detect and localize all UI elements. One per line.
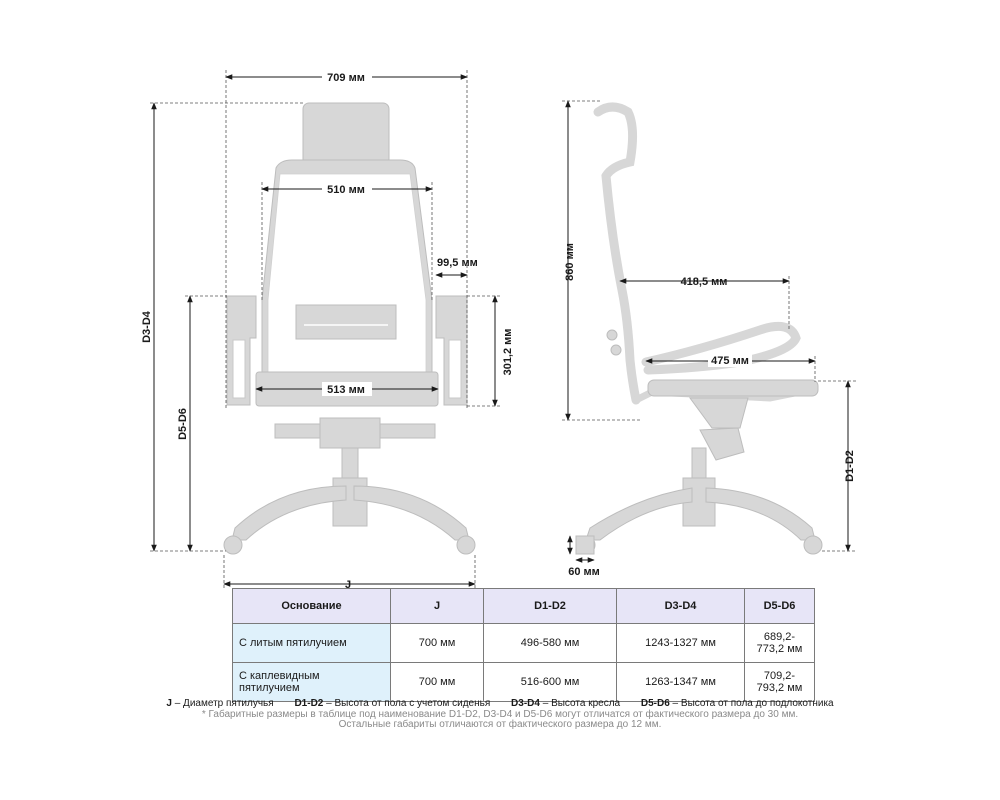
legend-d3-key: D3-D4	[511, 698, 540, 709]
base-leg-right	[353, 485, 470, 541]
dim-armrest-width: 99,5 мм	[437, 257, 478, 269]
headrest	[302, 102, 390, 166]
dim-wheel-size: 60 мм	[568, 566, 600, 578]
legend-d1-key: D1-D2	[294, 698, 324, 709]
side-mechanism	[689, 397, 749, 429]
side-view-dimensions: 860 мм 418,5 мм 475 мм D1-D2 60 мм	[562, 100, 856, 578]
cell-d1-d2: 516-600 мм	[483, 662, 617, 702]
legend-j-key: J	[166, 698, 172, 709]
dim-armrest-height: 301,2 мм	[502, 329, 514, 376]
side-gas-lift	[691, 447, 707, 479]
side-view-chair	[576, 102, 823, 555]
side-caster-right	[803, 535, 823, 555]
dim-overall-width: 709 мм	[327, 72, 365, 84]
legend-d5-key: D5-D6	[640, 698, 670, 709]
cell-d3-d4: 1263-1347 мм	[616, 662, 745, 702]
side-base-leg-left	[585, 487, 693, 541]
cell-d3-d4: 1243-1327 мм	[616, 623, 745, 663]
legend-j-text: – Диаметр пятилучья	[171, 698, 274, 709]
legend-d1-text: – Высота от пола с учетом сиденья	[323, 698, 491, 709]
dim-back-width: 510 мм	[327, 184, 365, 196]
dim-seat-width: 513 мм	[327, 384, 365, 396]
wheel-detail	[575, 535, 595, 555]
dim-seat-depth: 475 мм	[711, 355, 749, 367]
cell-j: 700 мм	[390, 623, 484, 663]
col-d5-d6: D5-D6	[744, 588, 815, 624]
row-base-name: С литым пятилучием	[232, 623, 391, 663]
legend-d5-text: – Высота от пола до подлокотника	[669, 698, 834, 709]
dim-d3-d4: D3-D4	[141, 310, 153, 343]
legend: J – Диаметр пятилучья D1-D2 – Высота от …	[0, 698, 1000, 709]
side-knob-lower	[610, 344, 622, 356]
col-base: Основание	[232, 588, 391, 624]
legend-d3-text: – Высота кресла	[539, 698, 621, 709]
side-knob-upper	[606, 329, 618, 341]
cell-d5-d6: 689,2-773,2 мм	[744, 623, 815, 663]
gas-lift-cover	[332, 477, 368, 527]
side-seat	[647, 379, 819, 397]
table-header-row: Основание J D1-D2 D3-D4 D5-D6	[232, 588, 815, 624]
dim-base-j: J	[345, 579, 351, 591]
spec-table: Основание J D1-D2 D3-D4 D5-D6 С литым пя…	[232, 588, 815, 702]
col-d3-d4: D3-D4	[616, 588, 745, 624]
caster-right	[456, 535, 476, 555]
dim-d5-d6: D5-D6	[177, 408, 189, 440]
gas-lift	[341, 447, 359, 479]
cell-d5-d6: 709,2-793,2 мм	[744, 662, 815, 702]
table-row: С литым пятилучием 700 мм 496-580 мм 124…	[232, 623, 815, 663]
footnote-other: Остальные габариты отличаются от фактиче…	[338, 719, 662, 730]
dim-back-height: 860 мм	[564, 243, 576, 281]
footnote-tolerance: * Габаритные размеры в таблице под наиме…	[201, 709, 799, 720]
lumbar-support	[295, 304, 397, 340]
dim-d1-d2: D1-D2	[844, 450, 856, 482]
side-base-leg-right	[705, 487, 816, 541]
col-d1-d2: D1-D2	[483, 588, 617, 624]
cell-d1-d2: 496-580 мм	[483, 623, 617, 663]
side-backrest	[593, 102, 641, 405]
dim-depth-upper: 418,5 мм	[681, 276, 728, 288]
base-leg-left	[231, 485, 347, 541]
front-view-chair	[223, 102, 476, 555]
side-tilt-lever	[699, 427, 745, 461]
mechanism-block	[319, 417, 381, 449]
cell-j: 700 мм	[390, 662, 484, 702]
caster-left	[223, 535, 243, 555]
col-j: J	[390, 588, 484, 624]
front-view-dimensions: 709 мм 510 мм 99,5 мм 301,2 мм 513 мм D3…	[141, 70, 514, 591]
